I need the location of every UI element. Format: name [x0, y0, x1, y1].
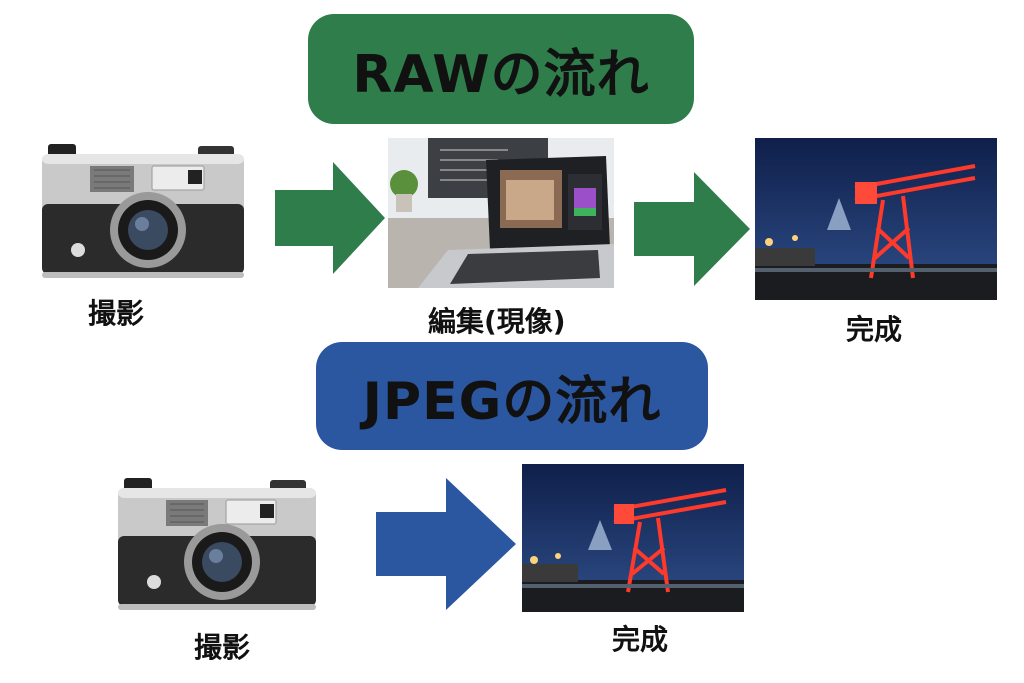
raw-step-done-label: 完成 [846, 313, 903, 346]
raw-flow-title: RAWの流れ [308, 14, 694, 124]
raw-step-shoot-label: 撮影 [88, 297, 145, 330]
jpeg-arrow [376, 478, 516, 610]
jpeg-step-done-label: 完成 [612, 623, 669, 656]
finished-photo-image-jpeg [522, 464, 744, 612]
raw-arrow-2 [634, 172, 750, 286]
raw-flow-title-text: RAWの流れ [352, 44, 650, 105]
finished-photo-image [755, 138, 997, 300]
raw-step-edit-label: 編集(現像) [428, 305, 566, 338]
jpeg-flow-title: JPEGの流れ [316, 342, 708, 450]
camera-image-jpeg [116, 476, 320, 614]
raw-arrow-1 [275, 162, 385, 274]
laptop-editing-image [388, 138, 614, 288]
jpeg-flow-title-text: JPEGの流れ [362, 371, 662, 432]
camera-image [40, 142, 248, 282]
jpeg-step-shoot-label: 撮影 [194, 631, 251, 664]
